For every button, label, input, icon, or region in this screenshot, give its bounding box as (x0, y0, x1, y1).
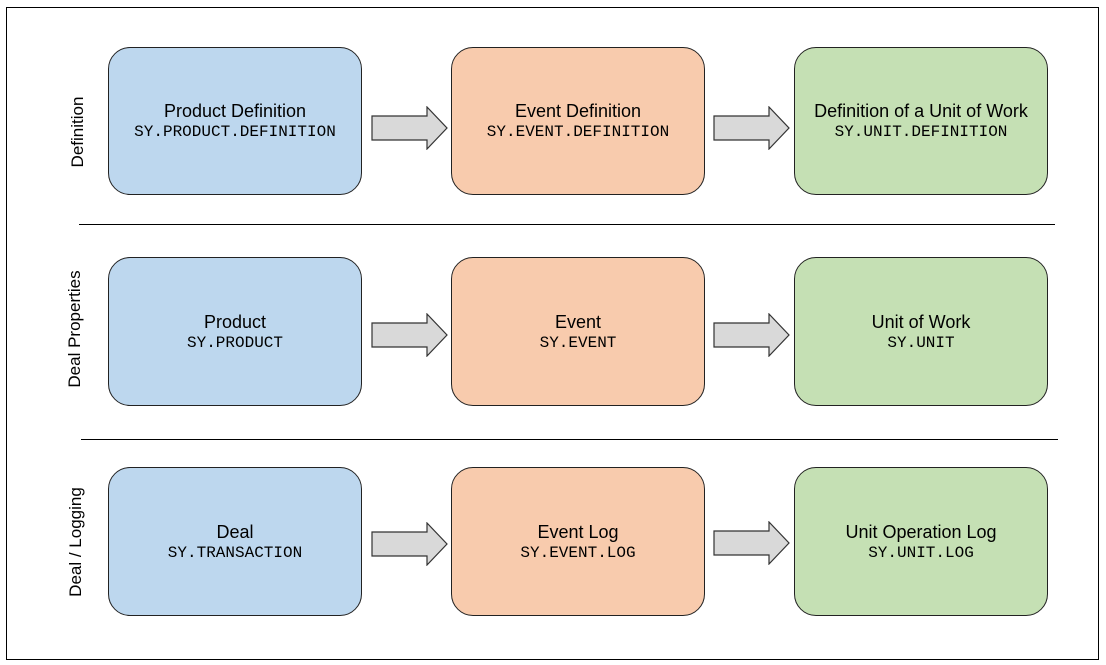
box-code: SY.EVENT (539, 333, 617, 352)
box-title: Product (203, 311, 267, 332)
box-event-log: Event Log SY.EVENT.LOG (451, 467, 705, 616)
right-arrow-icon (713, 521, 790, 565)
box-event: Event SY.EVENT (451, 257, 705, 406)
box-unit-of-work: Unit of Work SY.UNIT (794, 257, 1048, 406)
box-code: SY.TRANSACTION (167, 543, 303, 562)
box-product: Product SY.PRODUCT (108, 257, 362, 406)
row-divider (81, 439, 1058, 440)
box-code: SY.EVENT.DEFINITION (486, 123, 670, 141)
row-label-definition: Definition (68, 96, 87, 168)
box-title: Event Definition (514, 101, 642, 121)
box-title: Definition of a Unit of Work (814, 101, 1028, 121)
box-title: Event Log (537, 521, 619, 542)
row-divider (79, 224, 1055, 225)
right-arrow-icon (371, 106, 448, 150)
row-label-deal-logging: Deal / Logging (66, 487, 85, 597)
box-product-definition: Product Definition SY.PRODUCT.DEFINITION (108, 47, 362, 195)
box-title: Deal (216, 521, 254, 542)
box-title: Event (554, 311, 602, 332)
box-code: SY.PRODUCT.DEFINITION (134, 123, 336, 141)
row-label-deal-properties: Deal Properties (65, 270, 84, 388)
box-code: SY.UNIT (887, 333, 955, 352)
box-code: SY.EVENT.LOG (520, 543, 636, 562)
box-unit-operation-log: Unit Operation Log SY.UNIT.LOG (794, 467, 1048, 616)
box-deal: Deal SY.TRANSACTION (108, 467, 362, 616)
box-code: SY.PRODUCT (186, 333, 283, 352)
box-code: SY.UNIT.LOG (868, 543, 974, 562)
box-title: Unit Operation Log (845, 521, 997, 542)
box-title: Product Definition (163, 101, 307, 121)
box-event-definition: Event Definition SY.EVENT.DEFINITION (451, 47, 705, 195)
box-unit-definition: Definition of a Unit of Work SY.UNIT.DEF… (794, 47, 1048, 195)
right-arrow-icon (713, 313, 790, 357)
right-arrow-icon (371, 522, 448, 566)
box-title: Unit of Work (871, 311, 971, 332)
box-code: SY.UNIT.DEFINITION (834, 123, 1008, 141)
right-arrow-icon (371, 313, 448, 357)
right-arrow-icon (713, 106, 790, 150)
